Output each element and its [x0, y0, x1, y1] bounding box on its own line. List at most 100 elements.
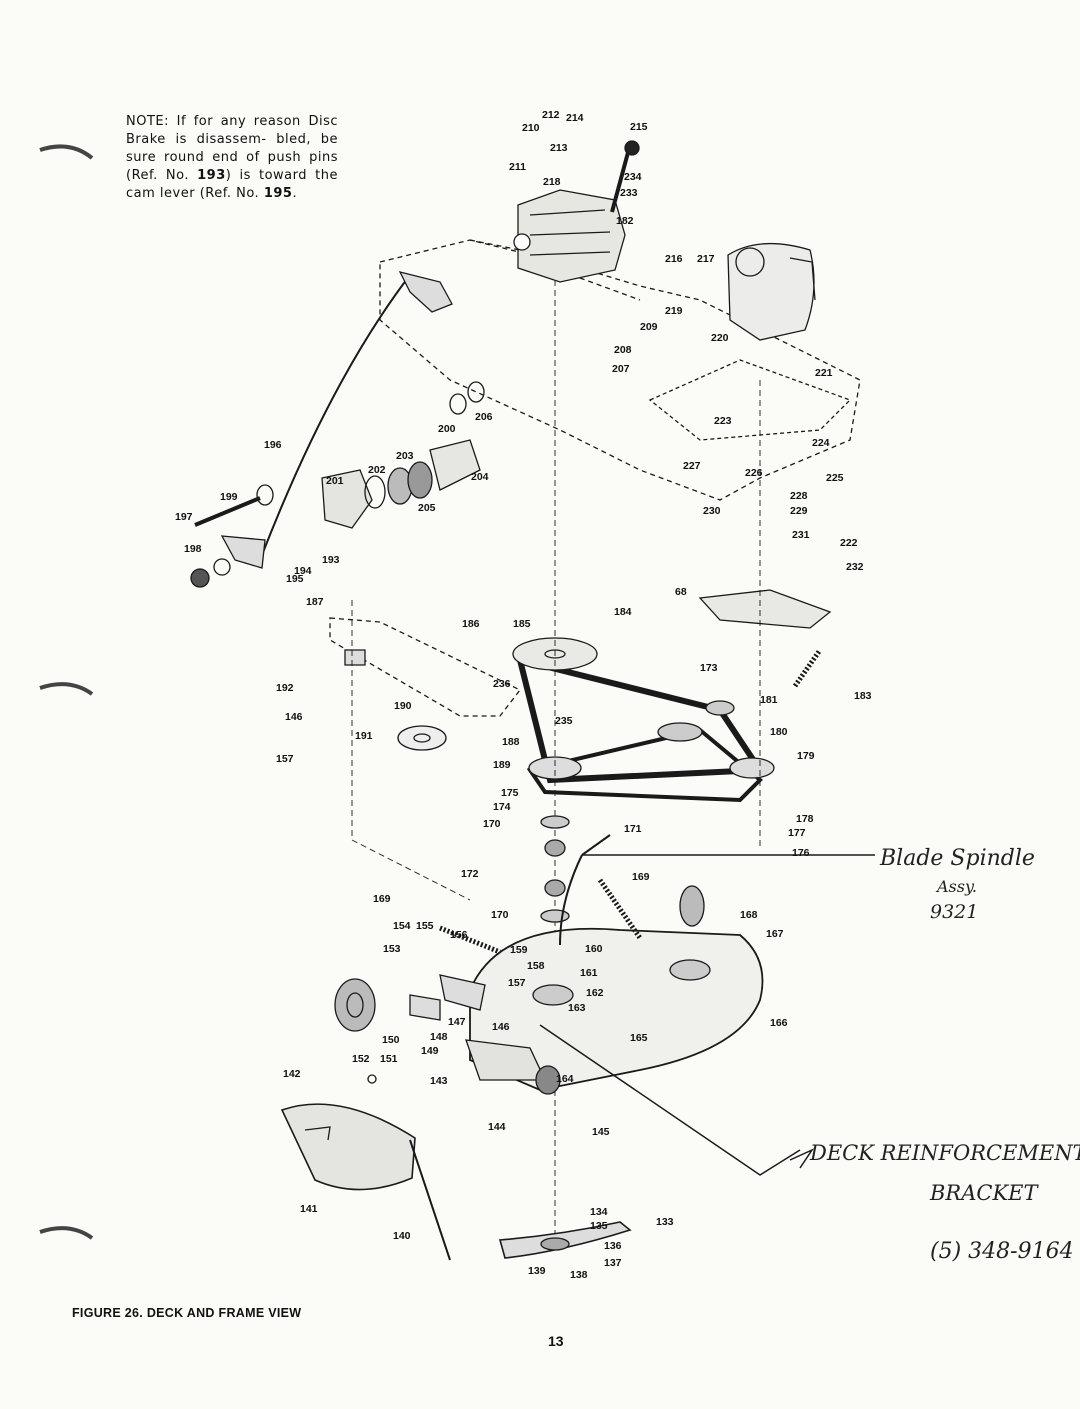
part-label: 197: [175, 511, 193, 523]
part-label: 68: [675, 586, 687, 598]
part-label: 142: [283, 1068, 301, 1080]
scan-artifact: [39, 1226, 94, 1240]
part-label: 153: [383, 943, 401, 955]
engine: [727, 242, 816, 341]
part-label: 209: [640, 321, 658, 333]
chute-rod: [409, 1139, 451, 1261]
idler-arm: [698, 589, 832, 629]
part-label: 221: [815, 367, 833, 379]
part-label: 146: [492, 1021, 510, 1033]
part-label: 229: [790, 505, 808, 517]
part-label: 225: [826, 472, 844, 484]
part-label: 135: [590, 1220, 608, 1232]
part-label: 152: [352, 1053, 370, 1065]
idler-pulley-mid: [657, 722, 703, 742]
part-label: 159: [510, 944, 528, 956]
part-label: 168: [740, 909, 758, 921]
part-label: 157: [508, 977, 526, 989]
part-label: 216: [665, 253, 683, 265]
part-label: 217: [697, 253, 715, 265]
part-label: 190: [394, 700, 412, 712]
part-label: 162: [586, 987, 604, 999]
note-ref-lever: 195: [263, 186, 293, 201]
part-label: 179: [797, 750, 815, 762]
gauge-wheel-left: [334, 978, 376, 1032]
spindle-washer: [540, 909, 570, 923]
part-label: 199: [220, 491, 238, 503]
part-label: 143: [430, 1075, 448, 1087]
part-label: 224: [812, 437, 830, 449]
diagram-drawing: [190, 140, 875, 1261]
part-label: 195: [286, 573, 304, 585]
part-label: 230: [703, 505, 721, 517]
part-label: 187: [306, 596, 324, 608]
part-label: 180: [770, 726, 788, 738]
part-label: 165: [630, 1032, 648, 1044]
part-label: 178: [796, 813, 814, 825]
part-label: 147: [448, 1016, 466, 1028]
part-label: 236: [493, 678, 511, 690]
note-text-mid: ) is toward the cam lever (Ref. No.: [126, 168, 338, 201]
part-label: 144: [488, 1121, 506, 1133]
part-label: 185: [513, 618, 531, 630]
part-label: 156: [450, 929, 468, 941]
part-label: 234: [624, 171, 642, 183]
scan-artifact: [39, 682, 94, 696]
part-label: 155: [416, 920, 434, 932]
part-label: 167: [766, 928, 784, 940]
handwritten-bracket: BRACKET: [929, 1181, 1039, 1205]
blade-adapter: [540, 1237, 570, 1251]
part-label: 141: [300, 1203, 318, 1215]
part-label: 176: [792, 847, 810, 859]
disc-brake-assembly: [190, 381, 485, 588]
part-label: 214: [566, 112, 584, 124]
figure-caption: FIGURE 26. DECK AND FRAME VIEW: [72, 1306, 302, 1320]
part-label: 160: [585, 943, 603, 955]
part-label: 169: [632, 871, 650, 883]
note-text-before: NOTE: If for any reason Disc Brake is di…: [126, 114, 338, 183]
part-label: 139: [528, 1265, 546, 1277]
part-label: 181: [760, 694, 778, 706]
part-label: 134: [590, 1206, 608, 1218]
part-label: 205: [418, 502, 436, 514]
part-label: 171: [624, 823, 642, 835]
handwritten-part-number: 9321: [930, 901, 978, 923]
spindle-housing: [532, 984, 574, 1006]
bracket: [344, 649, 366, 666]
part-label: 196: [264, 439, 282, 451]
part-label: 177: [788, 827, 806, 839]
deck-spring: [439, 925, 501, 955]
part-label: 175: [501, 787, 519, 799]
part-label: 201: [326, 475, 344, 487]
part-label: 203: [396, 450, 414, 462]
part-label: 146: [285, 711, 303, 723]
part-label: 227: [683, 460, 701, 472]
page-number: 13: [548, 1333, 564, 1349]
part-label: 228: [790, 490, 808, 502]
part-label: 140: [393, 1230, 411, 1242]
part-label: 202: [368, 464, 386, 476]
handwritten-deck-reinforcement: DECK REINFORCEMENT: [809, 1141, 1080, 1165]
part-label: 210: [522, 122, 540, 134]
gauge-wheel: [679, 885, 705, 927]
part-label: 189: [493, 759, 511, 771]
part-label: 200: [438, 423, 456, 435]
part-label: 186: [462, 618, 480, 630]
part-label: 212: [542, 109, 560, 121]
part-label: 204: [471, 471, 489, 483]
part-label: 206: [475, 411, 493, 423]
part-label: 137: [604, 1257, 622, 1269]
part-label: 184: [614, 606, 632, 618]
part-label: 198: [184, 543, 202, 555]
part-label: 170: [491, 909, 509, 921]
part-label: 193: [322, 554, 340, 566]
part-label: 222: [840, 537, 858, 549]
part-label: 161: [580, 967, 598, 979]
part-label: 170: [483, 818, 501, 830]
idler-pulley-small: [705, 700, 735, 716]
part-label: 233: [620, 187, 638, 199]
part-label: 192: [276, 682, 294, 694]
part-label: 157: [276, 753, 294, 765]
scan-artifact: [39, 144, 94, 160]
